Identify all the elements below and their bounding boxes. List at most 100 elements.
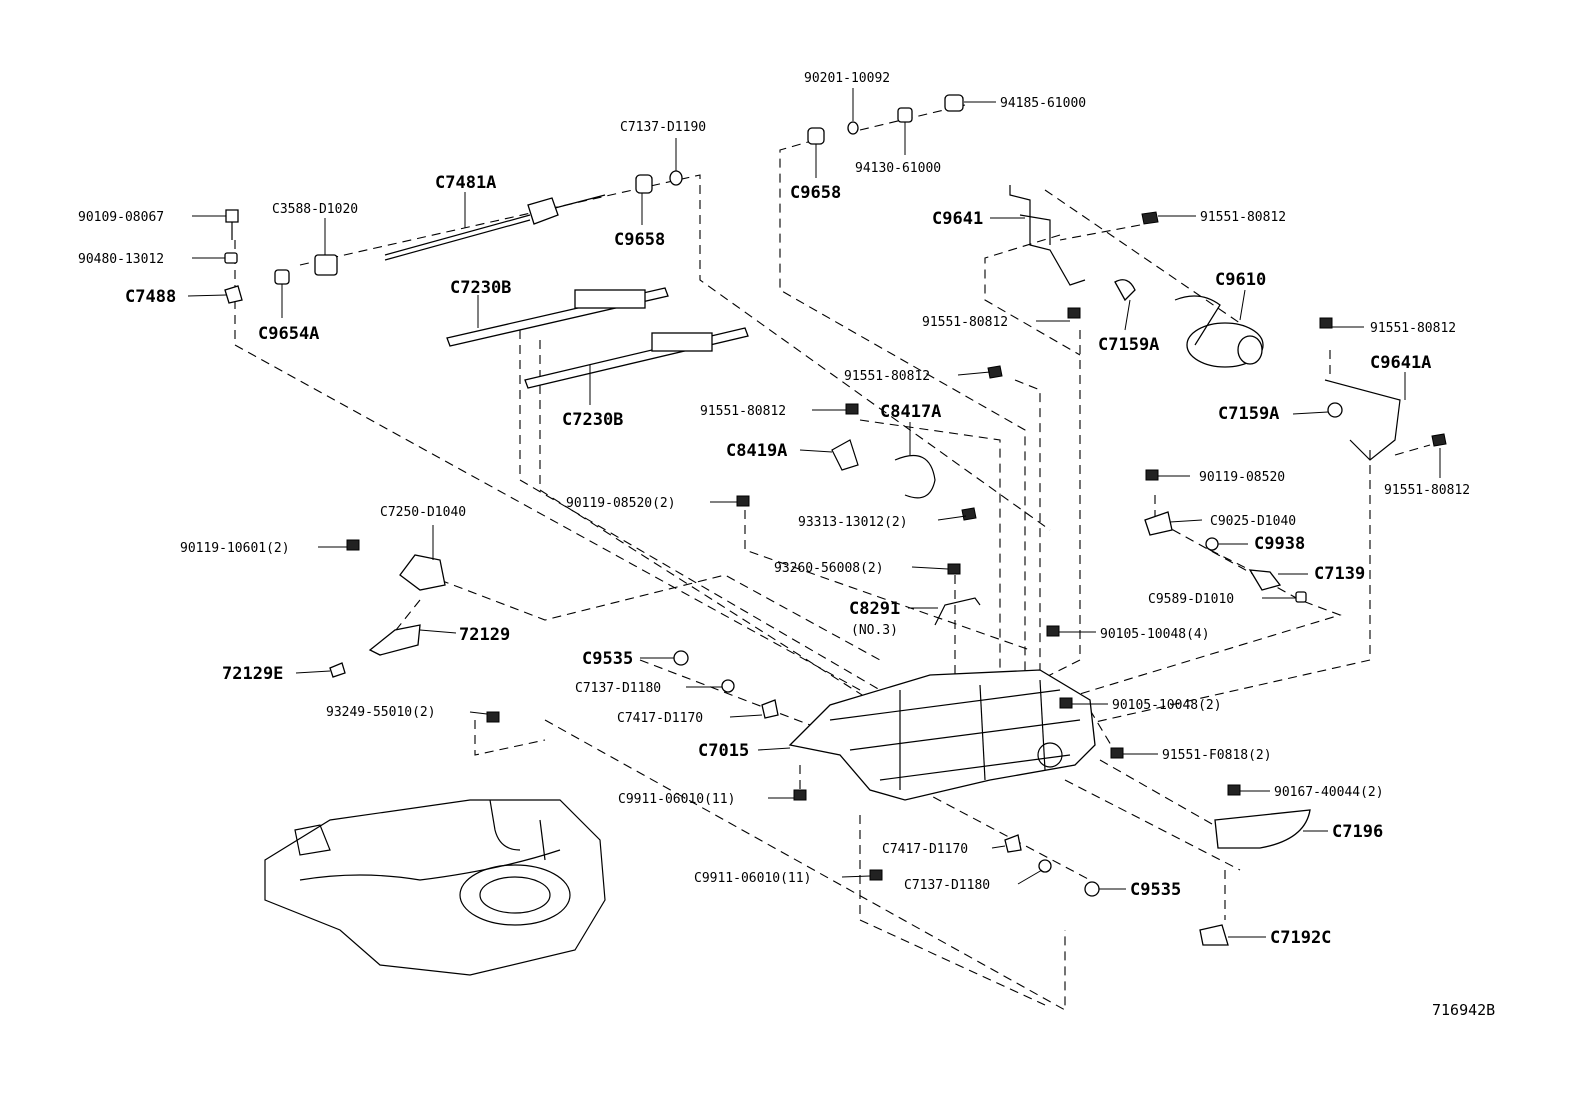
nut-94185-drawing bbox=[944, 94, 964, 112]
c9535-b-drawing bbox=[1084, 881, 1100, 897]
label-c7196: C7196 bbox=[1332, 822, 1383, 842]
label-91551-80812-e: 91551-80812 bbox=[1384, 483, 1470, 498]
label-91551-80812-a: 91551-80812 bbox=[1200, 210, 1286, 225]
label-90119-10601: 90119-10601(2) bbox=[180, 541, 290, 556]
label-c9641: C9641 bbox=[932, 209, 983, 229]
label-91551-80812-f: 91551-80812 bbox=[700, 404, 786, 419]
label-c9911-06010-a: C9911-06010(11) bbox=[618, 792, 735, 807]
label-c9025-d1040: C9025-D1040 bbox=[1210, 514, 1296, 529]
c7137-d1180-a-drawing bbox=[721, 679, 735, 693]
label-c7481a: C7481A bbox=[435, 173, 496, 193]
label-c7137-d1180-b: C7137-D1180 bbox=[904, 878, 990, 893]
c9025-drawing bbox=[1144, 511, 1173, 536]
rail-b-drawing bbox=[524, 327, 749, 389]
label-c9938: C9938 bbox=[1254, 534, 1305, 554]
bolt-icon bbox=[1059, 697, 1073, 709]
leader-lines bbox=[187, 88, 1441, 938]
label-c7250-d1040: C7250-D1040 bbox=[380, 505, 466, 520]
c7159a-b-drawing bbox=[1327, 402, 1343, 418]
c9658-mid-drawing bbox=[635, 174, 653, 194]
label-c9535-b: C9535 bbox=[1130, 880, 1181, 900]
c7417-a-drawing bbox=[761, 699, 779, 719]
drawing-number: 716942B bbox=[1432, 1001, 1495, 1019]
bolt-icon bbox=[1319, 317, 1333, 329]
c9641-bracket-drawing bbox=[1009, 185, 1086, 286]
nut-94130-drawing bbox=[897, 107, 913, 123]
bolt-icon bbox=[793, 789, 807, 801]
label-c7230b-a: C7230B bbox=[450, 278, 511, 298]
bolt-icon bbox=[845, 403, 859, 415]
p72129e-drawing bbox=[329, 662, 346, 678]
label-c7139: C7139 bbox=[1314, 564, 1365, 584]
bolt-icon bbox=[1141, 211, 1159, 225]
label-90105-10048-b: 90105-10048(2) bbox=[1112, 698, 1222, 713]
c7250-bracket-drawing bbox=[399, 554, 446, 591]
bolt-icons bbox=[346, 211, 1447, 881]
bolt-icon bbox=[1431, 433, 1447, 447]
screw-nut-drawing bbox=[527, 197, 559, 225]
label-c9911-06010-b: C9911-06010(11) bbox=[694, 871, 811, 886]
label-90109-08067: 90109-08067 bbox=[78, 210, 164, 225]
rail-b-slider bbox=[651, 332, 713, 352]
label-91551-80812-c: 91551-80812 bbox=[1370, 321, 1456, 336]
bolt-icon bbox=[736, 495, 750, 507]
c7137-washer-drawing bbox=[669, 170, 683, 186]
label-c9658-mid: C9658 bbox=[614, 230, 665, 250]
c7015-frame-drawing bbox=[788, 669, 1096, 801]
label-91551-80812-d: 91551-80812 bbox=[844, 369, 930, 384]
bolt-icon bbox=[1145, 469, 1159, 481]
label-c9658-top: C9658 bbox=[790, 183, 841, 203]
label-c7192c: C7192C bbox=[1270, 928, 1331, 948]
c9589-drawing bbox=[1295, 591, 1307, 603]
c8419a-drawing bbox=[831, 439, 859, 471]
label-c8419a: C8419A bbox=[726, 441, 787, 461]
label-90167-40044: 90167-40044(2) bbox=[1274, 785, 1384, 800]
label-90201-10092: 90201-10092 bbox=[804, 71, 890, 86]
label-94130-61000: 94130-61000 bbox=[855, 161, 941, 176]
c7196-drawing bbox=[1214, 809, 1311, 849]
part-drawings bbox=[224, 94, 1401, 976]
label-c8291: C8291 bbox=[849, 599, 900, 619]
label-c8417a: C8417A bbox=[880, 402, 941, 422]
bolt-90109-drawing bbox=[225, 209, 239, 223]
label-c9589-d1010: C9589-D1010 bbox=[1148, 592, 1234, 607]
label-94185-61000: 94185-61000 bbox=[1000, 96, 1086, 111]
label-c9535-a: C9535 bbox=[582, 649, 633, 669]
label-90480-13012: 90480-13012 bbox=[78, 252, 164, 267]
label-91551-f0818: 91551-F0818(2) bbox=[1162, 748, 1272, 763]
label-93260-56008: 93260-56008(2) bbox=[774, 561, 884, 576]
part-labels: 90201-10092 94185-61000 94130-61000 C965… bbox=[78, 71, 1495, 1019]
label-72129: 72129 bbox=[459, 625, 510, 645]
bolt-icon bbox=[961, 507, 977, 521]
label-90105-10048-a: 90105-10048(4) bbox=[1100, 627, 1210, 642]
bolt-icon bbox=[1046, 625, 1060, 637]
label-c9641a: C9641A bbox=[1370, 353, 1431, 373]
c9654a-drawing bbox=[274, 269, 290, 285]
label-c3588-d1020: C3588-D1020 bbox=[272, 202, 358, 217]
bolt-icon bbox=[1227, 784, 1241, 796]
c7139-drawing bbox=[1248, 569, 1282, 591]
label-c7137-d1190: C7137-D1190 bbox=[620, 120, 706, 135]
c9938-drawing bbox=[1205, 537, 1219, 551]
label-c7417-d1170-b: C7417-D1170 bbox=[882, 842, 968, 857]
c7488-drawing bbox=[224, 285, 243, 304]
label-91551-80812-b: 91551-80812 bbox=[922, 315, 1008, 330]
c7192c-drawing bbox=[1199, 924, 1229, 946]
label-90119-08520-b: 90119-08520(2) bbox=[566, 496, 676, 511]
bolt-icon bbox=[1067, 307, 1081, 319]
c9535-a-drawing bbox=[673, 650, 689, 666]
bolt-icon bbox=[1110, 747, 1124, 759]
rail-a-slider bbox=[574, 289, 646, 309]
label-72129e: 72129E bbox=[222, 664, 283, 684]
c9658-top-drawing bbox=[807, 127, 825, 145]
label-c7230b-b: C7230B bbox=[562, 410, 623, 430]
screw-shaft-drawing bbox=[384, 214, 531, 256]
label-c7488: C7488 bbox=[125, 287, 176, 307]
label-90119-08520-a: 90119-08520 bbox=[1199, 470, 1285, 485]
bolt-icon bbox=[947, 563, 961, 575]
bolt-icon bbox=[346, 539, 360, 551]
bolt-icon bbox=[869, 869, 883, 881]
c8291-drawing bbox=[934, 597, 981, 626]
c7417-b-drawing bbox=[1004, 834, 1022, 853]
